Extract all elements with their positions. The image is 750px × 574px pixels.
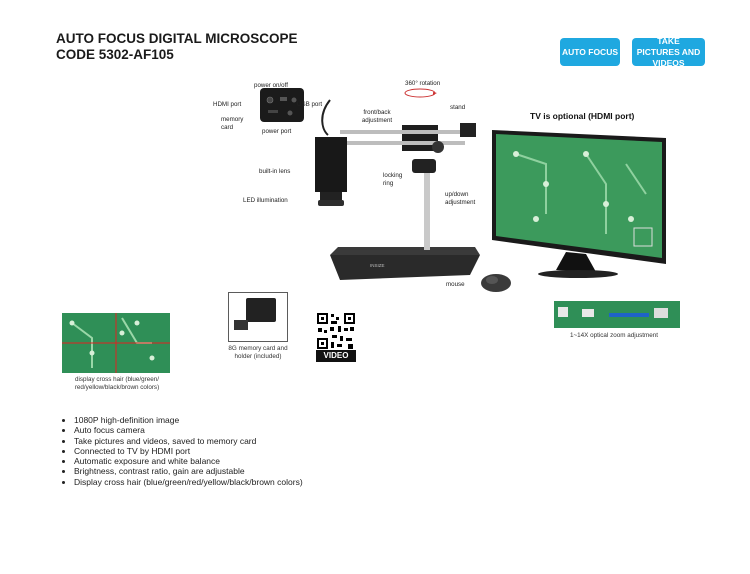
zoom-strip-image: [554, 301, 680, 328]
crosshair-caption: display cross hair (blue/green/ red/yell…: [74, 376, 160, 391]
label-rotation: 360° rotation: [405, 80, 441, 87]
auto-focus-label: AUTO FOCUS: [561, 46, 619, 57]
label-built-in-lens: built-in lens: [259, 168, 291, 175]
card-caption: 8G memory card and holder (included): [228, 345, 288, 360]
crosshair-image: [62, 313, 170, 373]
video-label: VIDEO: [323, 351, 349, 360]
qr-code-icon[interactable]: [316, 312, 356, 362]
auto-focus-badge: AUTO FOCUS: [560, 38, 620, 66]
label-led: LED illumination: [243, 197, 288, 204]
list-item: Brightness, contrast ratio, gain are adj…: [74, 466, 303, 476]
label-stand: stand: [450, 104, 466, 111]
page-title: AUTO FOCUS DIGITAL MICROSCOPE CODE 5302-…: [56, 31, 298, 63]
list-item: Connected to TV by HDMI port: [74, 446, 303, 456]
mouse-icon: [481, 274, 511, 292]
label-power-on-off: power on/off: [254, 82, 288, 89]
list-item: Display cross hair (blue/green/red/yello…: [74, 477, 303, 487]
monitor-image: [492, 130, 666, 278]
label-up-down: up/down adjustment: [445, 191, 476, 206]
memory-card-image: [228, 292, 288, 342]
title-line2: CODE 5302-AF105: [56, 47, 174, 62]
rotation-arrow-icon: [404, 88, 437, 98]
label-power-port: power port: [262, 128, 292, 135]
label-memory-card: memory card: [221, 116, 244, 131]
camera-ports-image: [260, 88, 304, 122]
label-locking-ring: locking ring: [383, 172, 403, 187]
title-line1: AUTO FOCUS DIGITAL MICROSCOPE: [56, 31, 298, 46]
zoom-caption: 1~14X optical zoom adjustment: [570, 332, 659, 339]
list-item: 1080P high-definition image: [74, 415, 303, 425]
label-usb-port: USB port: [297, 101, 323, 108]
take-pictures-badge: TAKE PICTURES AND VIDEOS: [632, 35, 705, 68]
label-front-back: front/back adjustment: [361, 109, 393, 124]
tv-optional-label: TV is optional (HDMI port): [530, 111, 635, 121]
list-item: Automatic exposure and white balance: [74, 456, 303, 466]
microscope-image: INSIZE: [315, 99, 480, 280]
label-hdmi-port: HDMI port: [213, 101, 242, 108]
take-pictures-label: TAKE PICTURES AND VIDEOS: [636, 35, 701, 68]
list-item: Take pictures and videos, saved to memor…: [74, 436, 303, 446]
base-brand: INSIZE: [370, 263, 385, 268]
list-item: Auto focus camera: [74, 425, 303, 435]
feature-list: 1080P high-definition image Auto focus c…: [62, 415, 303, 487]
label-mouse: mouse: [446, 281, 465, 288]
